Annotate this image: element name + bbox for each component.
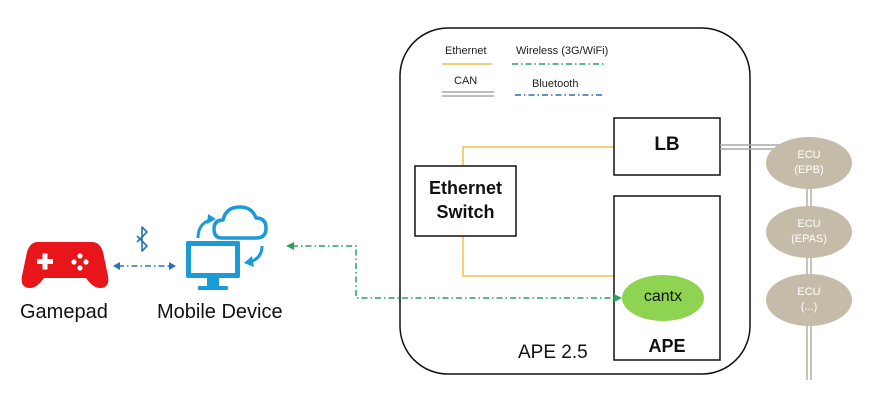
lb-label: LB: [654, 134, 680, 155]
legend-ethernet-label: Ethernet: [445, 45, 487, 57]
wireless-arrow-left: [286, 242, 294, 250]
cantx-label: cantx: [643, 288, 683, 305]
ecu-epas-label-line2: (EPAS): [791, 233, 827, 245]
ethernet-link-ape: [462, 236, 614, 277]
bluetooth-arrow-right: [169, 262, 176, 270]
ecu-epb-label-line2: (EPB): [794, 164, 824, 176]
mobile-device-label: Mobile Device: [157, 301, 283, 323]
cloud-sync-icon: [196, 205, 268, 267]
lb-box: [613, 117, 721, 176]
ecu-other-node: [766, 274, 852, 326]
legend-bluetooth-label: Bluetooth: [532, 78, 579, 90]
ape25-system-box: [399, 27, 751, 375]
ecu-epb-label: ECU (EPB): [766, 148, 852, 178]
ethernet-switch-label: Ethernet Switch: [415, 176, 516, 224]
ethernet-switch-label-line1: Ethernet: [428, 178, 502, 198]
ape-label: APE: [648, 336, 686, 356]
ecu-epas-node: [766, 206, 852, 258]
ethernet-link-lb: [462, 146, 614, 166]
ecu-epas-label: ECU (EPAS): [766, 217, 852, 247]
cantx-node: [622, 275, 704, 321]
gamepad-label: Gamepad: [20, 301, 108, 323]
ecu-other-label-line1: ECU: [797, 286, 821, 298]
legend-wireless-label: Wireless (3G/WiFi): [516, 45, 609, 57]
ecu-other-label: ECU (...): [766, 285, 852, 315]
bluetooth-arrow-left: [113, 262, 120, 270]
gamepad-icon: [21, 242, 109, 288]
monitor-icon: [186, 241, 240, 290]
ecu-epas-label-line1: ECU: [797, 218, 821, 230]
ethernet-switch-box: [414, 165, 517, 237]
bluetooth-icon: [136, 226, 148, 252]
wireless-arrow-right: [614, 294, 622, 302]
ecu-other-label-line2: (...): [800, 301, 818, 313]
ecu-epb-label-line1: ECU: [797, 149, 821, 161]
legend-can-label: CAN: [454, 75, 478, 87]
ethernet-switch-label-line2: Switch: [436, 202, 495, 222]
wireless-link: [292, 245, 618, 299]
ape25-title: APE 2.5: [518, 342, 588, 363]
ecu-epb-node: [766, 137, 852, 189]
